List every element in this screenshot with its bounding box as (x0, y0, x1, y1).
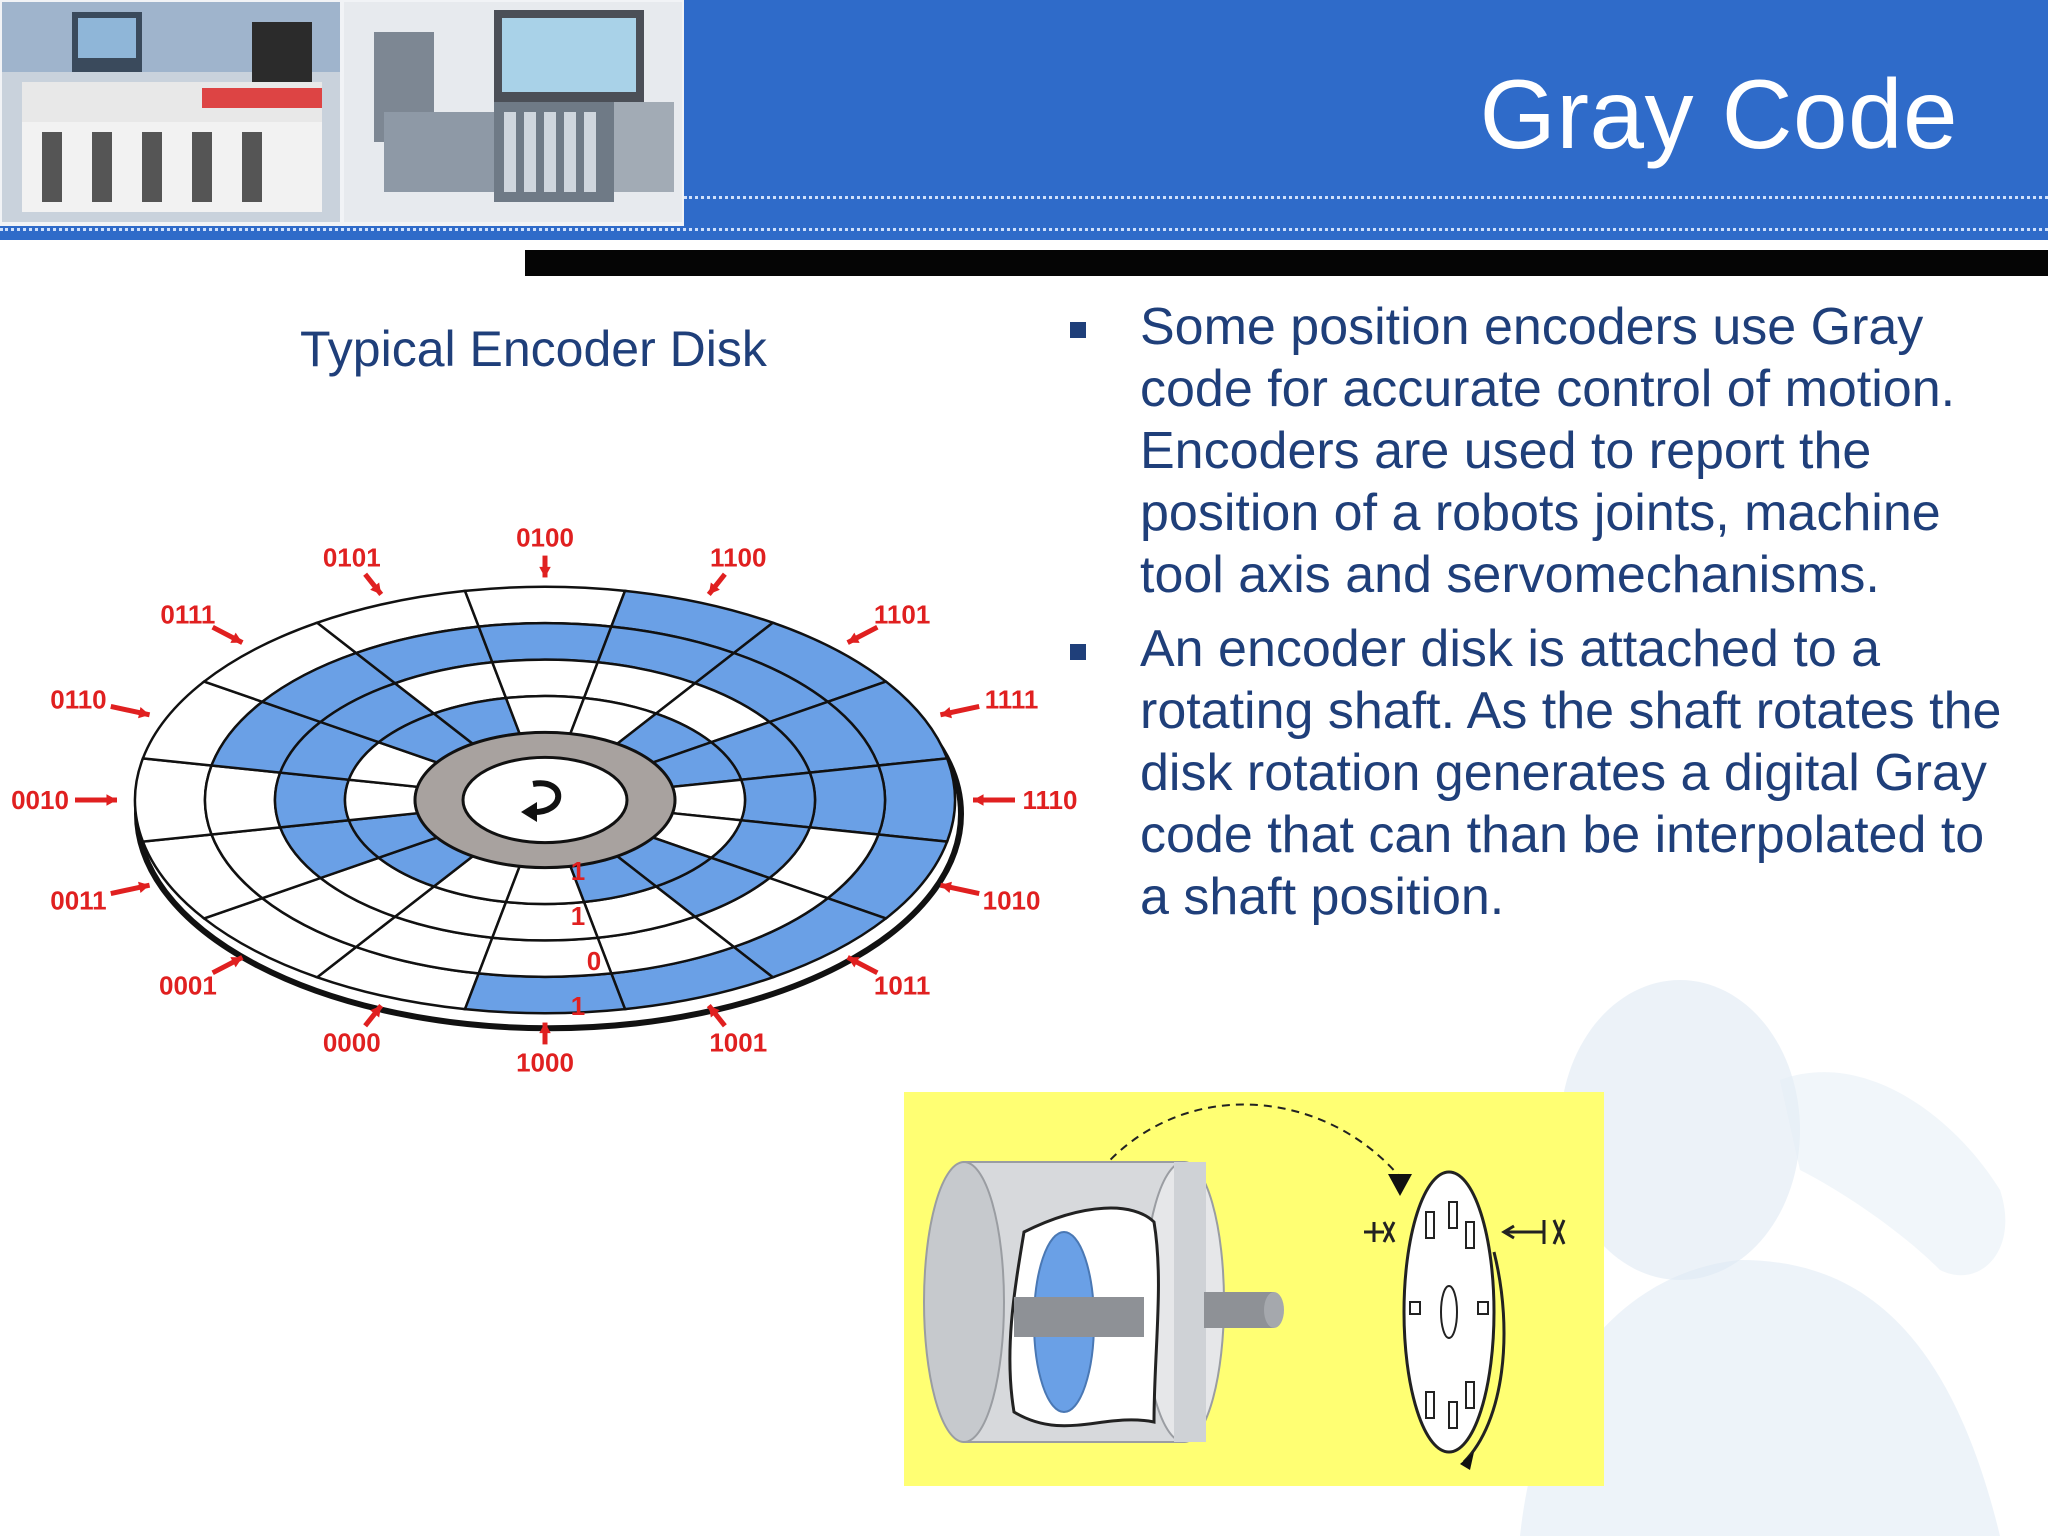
sector-code-label: 0110 (50, 685, 106, 715)
code-arrowhead (106, 794, 117, 806)
disk-sector-cell (203, 764, 282, 836)
header-photo-strip (0, 0, 684, 226)
code-arrowhead (138, 706, 150, 719)
code-arrowhead (230, 632, 243, 643)
sector-code-label: 1010 (983, 885, 1041, 915)
disk-sector-cell (476, 621, 614, 664)
code-arrowhead (708, 582, 720, 595)
disk-sector-cell (739, 771, 817, 829)
bullet-item: An encoder disk is attached to a rotatin… (1062, 618, 2022, 928)
disk-sector-cell (273, 771, 351, 829)
highlighted-bit: 1 (571, 901, 585, 931)
bullet-list: Some position encoders use Gray code for… (1062, 296, 2022, 940)
disk-sector-cell (463, 585, 627, 628)
sector-code-label: 1111 (985, 685, 1039, 715)
highlighted-bit: 0 (587, 946, 601, 976)
disk-sector-cell (808, 764, 887, 836)
code-arrowhead (847, 632, 860, 643)
disk-center (461, 755, 629, 845)
code-arrowhead (138, 881, 150, 894)
plc-equipment-photo (2, 2, 340, 222)
plc-modules-photo (344, 2, 682, 222)
disk-sector-cell (490, 658, 600, 700)
header-dotted-rule-lower (0, 228, 2048, 231)
highlighted-bit: 1 (571, 991, 585, 1021)
disk-sector-cell (133, 757, 214, 843)
bullet-square-icon (1070, 322, 1086, 338)
code-arrowhead (847, 957, 860, 968)
sector-code-label: 0101 (323, 542, 381, 572)
rotation-arrow-icon (521, 780, 562, 822)
code-arrowhead (940, 881, 952, 894)
header-dotted-rule (684, 196, 2048, 199)
highlighted-bit: 1 (571, 856, 585, 886)
motor-encoder-illustration (904, 1092, 1604, 1486)
code-arrowhead (940, 706, 952, 719)
sector-code-label: 0000 (323, 1028, 381, 1058)
disk-sector-cell (876, 757, 957, 843)
bullet-item: Some position encoders use Gray code for… (1062, 296, 2022, 606)
disk-sector-cell (463, 972, 627, 1015)
sector-code-label: 1101 (874, 599, 930, 629)
sector-code-label: 1001 (709, 1028, 767, 1058)
code-arrowhead (230, 957, 243, 968)
code-arrowhead (708, 1005, 720, 1018)
sector-code-label: 1000 (516, 1048, 574, 1078)
sector-code-label: 0010 (11, 785, 69, 815)
bullet-text: An encoder disk is attached to a rotatin… (1140, 620, 2002, 926)
code-arrowhead (973, 794, 984, 806)
code-arrowhead (539, 1022, 551, 1034)
sector-code-label: 0001 (159, 971, 217, 1001)
slide-title: Gray Code (1479, 59, 1958, 169)
code-arrowhead (370, 582, 382, 595)
sector-code-label: 0100 (516, 522, 574, 552)
sector-code-label: 0011 (50, 885, 106, 915)
sector-code-label: 1011 (874, 971, 930, 1001)
sector-code-label: 0111 (160, 599, 215, 629)
code-arrowhead (370, 1005, 382, 1018)
sector-code-label: 1100 (710, 542, 766, 572)
encoder-disk-caption: Typical Encoder Disk (300, 321, 767, 377)
background-figure (1520, 980, 2006, 1536)
header-black-bar (525, 250, 2048, 276)
encoder-code-labels: 0000000100110010011001110101010011001101… (11, 522, 1077, 1077)
sector-code-label: 1110 (1023, 785, 1078, 815)
code-arrowhead (539, 566, 551, 578)
encoder-disk (133, 585, 964, 1032)
bullet-text: Some position encoders use Gray code for… (1140, 298, 1956, 604)
bullet-square-icon (1070, 644, 1086, 660)
